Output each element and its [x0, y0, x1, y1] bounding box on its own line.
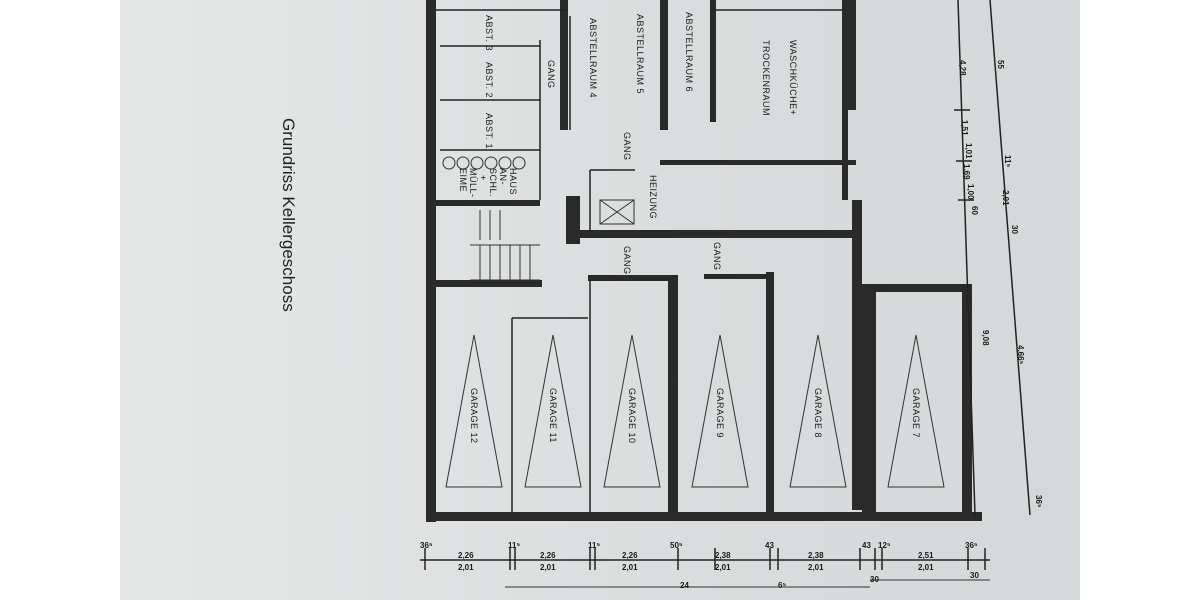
dimension-label: 1,69 — [962, 164, 971, 180]
dimension-label: 11⁵ — [588, 541, 600, 550]
dimension-label: 12⁵ — [878, 541, 891, 550]
wall-garage10-top — [588, 275, 676, 281]
plan-title: Grundriss Kellergeschoss — [279, 118, 298, 312]
dimension-label: 2,26 — [540, 551, 556, 560]
room-abst3: ABST. 3 — [484, 15, 494, 51]
dimension-label: 30 — [970, 571, 979, 580]
wall-garage8-7 — [862, 290, 876, 512]
dimension-label: 30 — [870, 575, 879, 584]
wall-garage9-top — [704, 274, 770, 279]
dimension-label: 6⁵ — [778, 581, 786, 590]
dimension-label: 9,08 — [981, 330, 990, 346]
dimension-label: 2,01 — [715, 563, 731, 572]
dimension-label: 50⁵ — [670, 541, 683, 550]
paper-sheet — [120, 0, 1080, 600]
garage-triangle — [789, 334, 847, 488]
dimension-label: 55 — [996, 60, 1005, 69]
dimension-label: 2,01 — [918, 563, 934, 572]
wall-heizung-top — [660, 160, 856, 165]
dimension-label: 4,66⁵ — [1016, 345, 1025, 365]
chimney — [566, 196, 580, 244]
wall-garage7-top — [862, 284, 966, 292]
room-hausanschl-2: AN- — [498, 168, 508, 185]
garage-triangle — [524, 334, 582, 488]
wall-garage12-top — [436, 280, 542, 287]
room-garage: GARAGE 7 — [911, 388, 921, 438]
wall-abst4-5 — [560, 0, 568, 130]
garage-triangle — [603, 334, 661, 488]
wall-abst6 — [710, 0, 716, 122]
wall-garage7-right — [962, 284, 972, 514]
partitions — [436, 9, 842, 512]
garage-triangle — [887, 334, 945, 488]
room-abstellraum-4: ABSTELLRAUM 4 — [588, 18, 598, 98]
dimensions-bottom: 36⁵ 11⁵ 11⁵ 50⁵ 43 43 12⁵ 36⁵ 2,26 2,01 2,26 2,01 2,… — [420, 541, 990, 590]
dimension-label: 36⁵ — [965, 541, 978, 550]
dimension-label: 2,01 — [808, 563, 824, 572]
room-abstellraum-5: ABSTELLRAUM 5 — [635, 14, 645, 94]
dimension-label: 43 — [862, 541, 871, 550]
room-waschkueche: WASCHKÜCHE+ — [788, 40, 798, 115]
garages: GARAGE 12 GARAGE 11 GARAGE 10 GARAGE 9 GARAG… — [445, 334, 945, 488]
wall-heizung-bottom — [572, 230, 856, 238]
room-heizung: HEIZUNG — [648, 175, 658, 219]
dimension-label: 11⁵ — [1003, 155, 1012, 167]
room-garage: GARAGE 11 — [548, 388, 558, 443]
wall-garage10-9 — [668, 275, 678, 515]
outer-wall-left — [426, 0, 436, 522]
room-hausanschl-6: EIME — [458, 168, 468, 192]
dimension-label: 60 — [970, 206, 979, 215]
dimension-label: 2,38 — [715, 551, 731, 560]
dimension-label: 1,51 — [960, 120, 969, 136]
room-garage: GARAGE 12 — [469, 388, 479, 444]
dimension-label: 2,38 — [808, 551, 824, 560]
room-hausanschl-4: + — [478, 175, 488, 181]
dimension-label: 30 — [1010, 225, 1019, 234]
dimension-label: 2,26 — [622, 551, 638, 560]
room-garage: GARAGE 8 — [813, 388, 823, 438]
dimension-label: 2,01 — [458, 563, 474, 572]
wall-stair-top — [430, 200, 540, 206]
stairs — [470, 210, 540, 281]
garage-triangle — [445, 334, 503, 488]
garage-triangle — [691, 334, 749, 488]
dimension-label: 2,51 — [918, 551, 934, 560]
dimensions-right: 4,28 1,51 1,01 1,69 1,00 60 9,08 55 11⁵ 2,01 30 4,6… — [954, 0, 1043, 516]
room-garage: GARAGE 9 — [715, 388, 725, 438]
dimension-label: 2,01 — [540, 563, 556, 572]
waste-bins — [442, 156, 526, 170]
dimension-label: 11⁵ — [508, 541, 520, 550]
room-hausanschl-3: SCHL. — [488, 168, 498, 197]
room-abst2: ABST. 2 — [484, 62, 494, 98]
dimension-label: 2,26 — [458, 551, 474, 560]
room-gang-4: GANG — [712, 242, 722, 271]
dimension-label: 43 — [765, 541, 774, 550]
dimension-label: 2,01 — [1001, 190, 1010, 206]
room-gang-3: GANG — [622, 246, 632, 275]
room-garage: GARAGE 10 — [627, 388, 637, 444]
dimension-label: 4,28 — [958, 60, 967, 76]
dimension-label: 2,01 — [622, 563, 638, 572]
room-hausanschl-5: MÜLL- — [468, 168, 478, 198]
room-gang-2: GANG — [622, 132, 632, 161]
dimension-label: 1,00 — [966, 184, 975, 200]
dimension-label: 36⁵ — [420, 541, 433, 550]
room-gang-1: GANG — [546, 60, 556, 89]
dimension-label: 1,01 — [964, 143, 973, 159]
wall-right-mid — [852, 200, 862, 510]
room-hausanschl-1: HAUS — [508, 168, 518, 195]
room-abst1: ABST. 1 — [484, 113, 494, 149]
room-abstellraum-6: ABSTELLRAUM 6 — [684, 12, 694, 92]
wall-abst5-6 — [660, 0, 668, 130]
dimension-label: 36⁵ — [1034, 495, 1043, 508]
dimension-label: 24 — [680, 581, 689, 590]
window-wall — [842, 100, 848, 200]
room-trockenraum: TROCKENRAUM — [761, 40, 771, 116]
outer-wall-bottom — [426, 512, 982, 521]
wall-right-upper — [842, 0, 856, 110]
wall-garage9-8 — [766, 272, 774, 512]
